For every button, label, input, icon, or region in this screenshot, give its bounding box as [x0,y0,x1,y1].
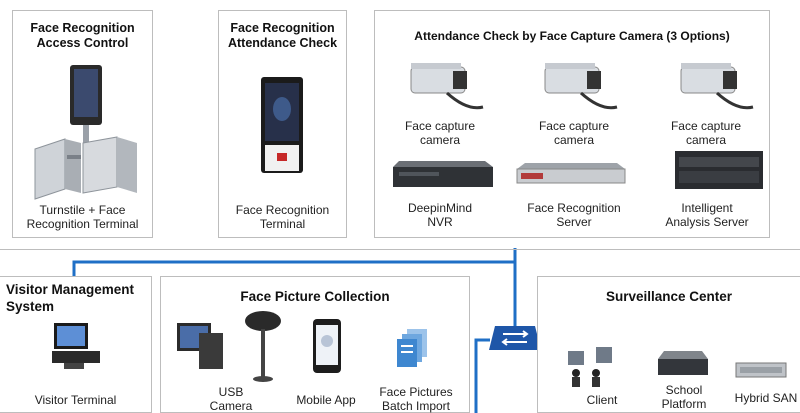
panel-title: Attendance Check by Face Capture Camera … [414,29,730,43]
panel-title: Surveillance Center [605,289,733,304]
camera-icon [680,63,754,110]
camera-caption: Face capture camera [670,119,742,147]
panel-collection: Face Picture Collection USB Camera Mobil… [160,276,470,413]
panel-title: Face Recognition Access Control [30,21,135,50]
mobile-app-icon [313,319,341,373]
mobile-app-caption: Mobile App [296,393,356,407]
hybrid-san-icon [735,362,787,378]
face-terminal-icon [261,77,303,173]
server-caption: Face Recognition Server [527,201,621,229]
top-band [0,249,800,250]
panel-attendance-check: Face Recognition Attendance Check Face R… [218,10,347,238]
batch-import-icon [397,329,427,367]
client-caption: Client [586,393,618,407]
turnstile-terminal-icon [34,65,137,200]
caption: Turnstile + Face Recognition Terminal [26,203,139,231]
analysis-server-icon [675,151,763,189]
caption: Face Recognition Terminal [235,203,330,231]
panel-title: Face Picture Collection [240,289,390,304]
camera-icon [544,63,618,110]
batch-import-caption: Face Pictures Batch Import [379,385,453,413]
panel-visitor: Visitor Management System Visitor Termin… [0,276,152,413]
school-platform-icon [658,351,708,375]
usb-camera-caption: USB Camera [209,385,253,413]
visitor-terminal-icon [52,323,100,369]
caption: Visitor Terminal [34,393,117,407]
hybrid-san-caption: Hybrid SAN [734,391,798,405]
network-switch-icon [489,326,541,350]
panel-title: Face Recognition Attendance Check [227,21,338,50]
server-caption: Intelligent Analysis Server [665,201,749,229]
recognition-server-icon [516,163,626,184]
camera-caption: Face capture camera [538,119,610,147]
usb-camera-icon [177,311,281,382]
panel-capture-camera: Attendance Check by Face Capture Camera … [374,10,770,238]
panel-access-control: Face Recognition Access Control Turnstil… [12,10,153,238]
server-caption: DeepinMind NVR [407,201,473,229]
school-platform-caption: School Platform [661,383,707,411]
client-icon [568,347,612,387]
camera-caption: Face capture camera [404,119,476,147]
network-line-left [474,338,490,413]
camera-icon [410,63,484,110]
network-line-top [72,248,517,278]
panel-title: Visitor Management System [6,282,135,314]
nvr-icon [393,161,493,187]
panel-surveillance: Surveillance Center Client School Platfo… [537,276,800,413]
